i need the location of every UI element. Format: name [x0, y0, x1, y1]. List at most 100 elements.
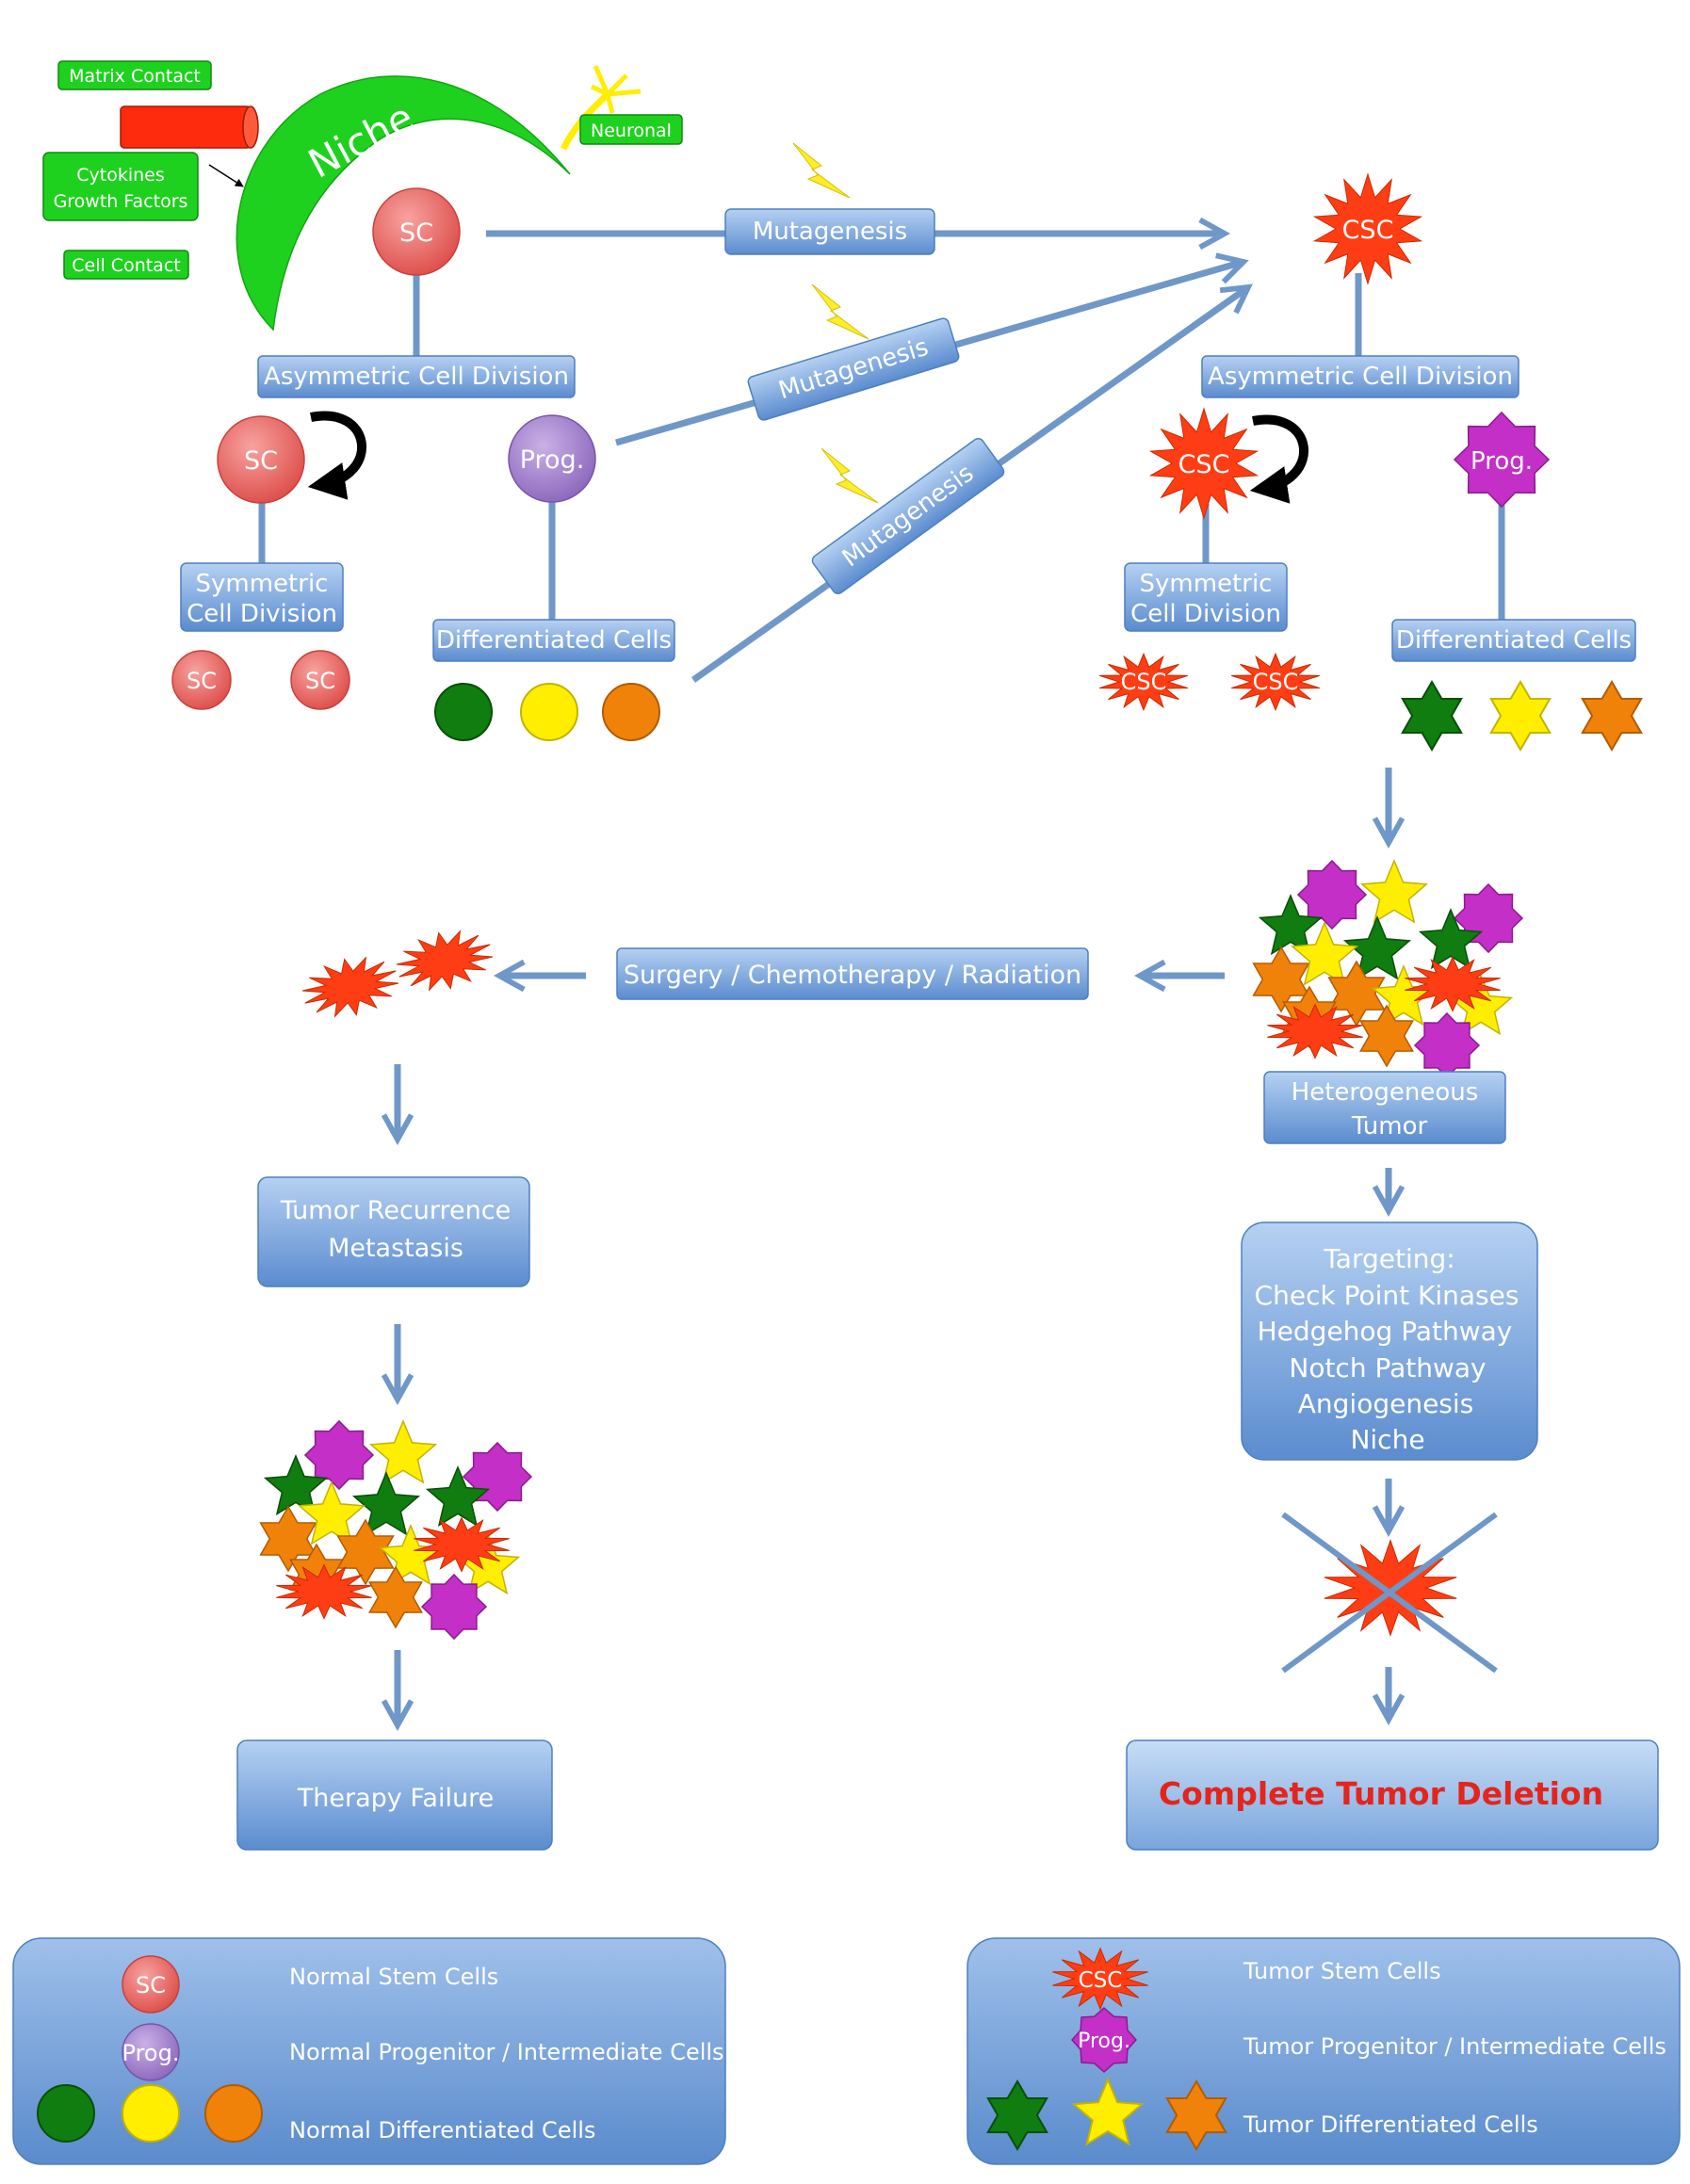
cell-contact-tag — [63, 250, 189, 280]
orange-star-icon — [1581, 680, 1643, 752]
tumor-self-renewal-arrow-icon — [1249, 414, 1309, 504]
neuronal-label: Neuronal — [591, 121, 672, 141]
tumor-diff-cell — [1359, 859, 1429, 924]
green-star-icon — [1401, 680, 1463, 752]
tumor-asymmetric-box: Asymmetric Cell Division — [1201, 355, 1519, 398]
symmetric-text-1: Symmetric — [1140, 570, 1273, 598]
tumor-diff-cell — [297, 1480, 366, 1545]
mutagenesis-label-1: Mutagenesis — [724, 208, 935, 255]
targeting-item: Angiogenesis — [1298, 1388, 1474, 1419]
csc-text: CSC — [1178, 450, 1230, 479]
tumor-csc-cell — [1405, 956, 1501, 1012]
legend-prog-text: Prog. — [122, 2040, 180, 2066]
cytokines-line1: Cytokines — [76, 165, 165, 186]
mutagenesis-text: Mutagenesis — [837, 460, 980, 574]
asymmetric-text: Asymmetric Cell Division — [1208, 363, 1513, 391]
matrix-cylinder — [120, 105, 259, 149]
sc-text: SC — [305, 668, 335, 694]
targeting-title: Targeting: — [1323, 1243, 1454, 1274]
therapy-failure-text: Therapy Failure — [297, 1784, 494, 1813]
asymmetric-division-box: Asymmetric Cell Division — [257, 355, 576, 398]
legend-sc-text: SC — [136, 1972, 166, 1998]
green-cell-icon — [434, 683, 493, 741]
tumor-prog: Prog. — [1453, 411, 1551, 509]
surgery-text: Surgery / Chemotherapy / Radiation — [624, 961, 1081, 990]
niche-group: Niche Matrix Contact Cytokines Growth Fa… — [42, 60, 683, 332]
targeting-box: Targeting: Check Point Kinases Hedgehog … — [1241, 1221, 1538, 1461]
surgery-box: Surgery / Chemotherapy / Radiation — [616, 947, 1089, 1000]
tumor-prog-cell — [1296, 859, 1368, 930]
tumor-diff-cell — [1290, 921, 1359, 986]
symmetric-division-box: Symmetric Cell Division — [180, 562, 344, 632]
differentiated-text: Differentiated Cells — [436, 626, 672, 655]
tumor-csc-cell — [276, 1563, 372, 1620]
lightning-icon — [811, 283, 869, 340]
csc-text: CSC — [1121, 669, 1167, 695]
heterogeneous-text-1: Heterogeneous — [1292, 1078, 1479, 1107]
normal-sc-daughter: SC — [290, 650, 350, 710]
legend-tumor-progenitor: Tumor Progenitor / Intermediate Cells — [1243, 2033, 1666, 2060]
asymmetric-text: Asymmetric Cell Division — [264, 363, 569, 391]
lightning-icon — [821, 447, 879, 504]
legend-normal-differentiated: Normal Differentiated Cells — [289, 2117, 595, 2144]
targeting-item: Hedgehog Pathway — [1258, 1316, 1513, 1347]
targeting-item: Check Point Kinases — [1255, 1280, 1519, 1311]
complete-deletion-text: Complete Tumor Deletion — [1159, 1775, 1603, 1812]
lightning-bolts — [792, 142, 879, 504]
matrix-contact-label: Matrix Contact — [69, 66, 201, 87]
lightning-icon — [792, 142, 851, 199]
legend-csc-icon — [1052, 1947, 1148, 2011]
prog-text: Prog. — [520, 445, 585, 475]
sc-text: SC — [399, 218, 433, 248]
matrix-contact-tag — [57, 60, 212, 90]
tumor-prog-cell — [303, 1419, 375, 1491]
heterogeneous-text-2: Tumor — [1351, 1112, 1428, 1141]
tumor-prog-cell — [1413, 1011, 1481, 1079]
complete-deletion-box: Complete Tumor Deletion — [1126, 1739, 1659, 1851]
cytokines-pointer — [208, 164, 244, 187]
legend-yellow-star-icon — [1071, 2077, 1145, 2146]
surviving-csc-cell — [301, 956, 399, 1018]
legend-green-cell-icon — [37, 2084, 95, 2143]
sc-text: SC — [244, 446, 278, 476]
tumor-symmetric-box: Symmetric Cell Division — [1124, 562, 1288, 632]
yellow-star-icon — [1489, 680, 1552, 752]
legend-tumor-differentiated: Tumor Differentiated Cells — [1243, 2111, 1538, 2138]
tumor-differentiated-box: Differentiated Cells — [1391, 619, 1636, 662]
legend-orange-cell-icon — [204, 2084, 263, 2143]
tumor-diff-cell — [1342, 915, 1412, 980]
mutagenesis-label-3: Mutagenesis — [811, 437, 1005, 595]
cross-out-icon — [1281, 1512, 1498, 1674]
cell-contact-label: Cell Contact — [72, 255, 180, 276]
legend-tumor: CSC Prog. Tumor Stem Cells Tumor Progeni… — [967, 1937, 1681, 2165]
csc-text: CSC — [1253, 669, 1299, 695]
cytokines-tag — [42, 152, 199, 221]
legend-normal-stem: Normal Stem Cells — [289, 1964, 498, 1990]
tumor-diff-cell — [368, 1419, 438, 1484]
csc-self-renew: CSC — [1148, 407, 1259, 520]
niche-crescent — [236, 75, 571, 332]
tumor-diff-cell — [336, 1518, 395, 1586]
tumor-diff-cell — [1418, 908, 1484, 970]
yellow-cell-icon — [520, 683, 578, 741]
csc-daughter: CSC — [1099, 652, 1188, 712]
tumor-diff-cell — [368, 1565, 423, 1629]
tumor-csc-cell — [414, 1516, 510, 1573]
orange-cell-icon — [602, 683, 660, 741]
differentiated-text: Differentiated Cells — [1396, 626, 1632, 655]
normal-connectors — [258, 273, 1505, 622]
normal-sc-self-renew: SC — [217, 415, 305, 504]
tumor-diff-cell — [263, 1454, 329, 1516]
tumor-diff-cell — [1359, 1004, 1414, 1068]
symmetric-text-1: Symmetric — [196, 570, 329, 598]
tumor-prog-cell — [420, 1573, 488, 1641]
surviving-csc-cell — [396, 930, 494, 992]
cytokines-line2: Growth Factors — [54, 191, 188, 212]
targeting-item: Notch Pathway — [1289, 1352, 1486, 1383]
self-renewal-arrow-icon — [307, 411, 367, 500]
legend-prog-icon — [1070, 2006, 1138, 2074]
recurrence-text-2: Metastasis — [328, 1234, 463, 1263]
prog-text: Prog. — [1471, 447, 1533, 476]
legend-prog-text: Prog. — [1078, 2030, 1130, 2053]
legend-tumor-stem: Tumor Stem Cells — [1243, 1958, 1441, 1984]
